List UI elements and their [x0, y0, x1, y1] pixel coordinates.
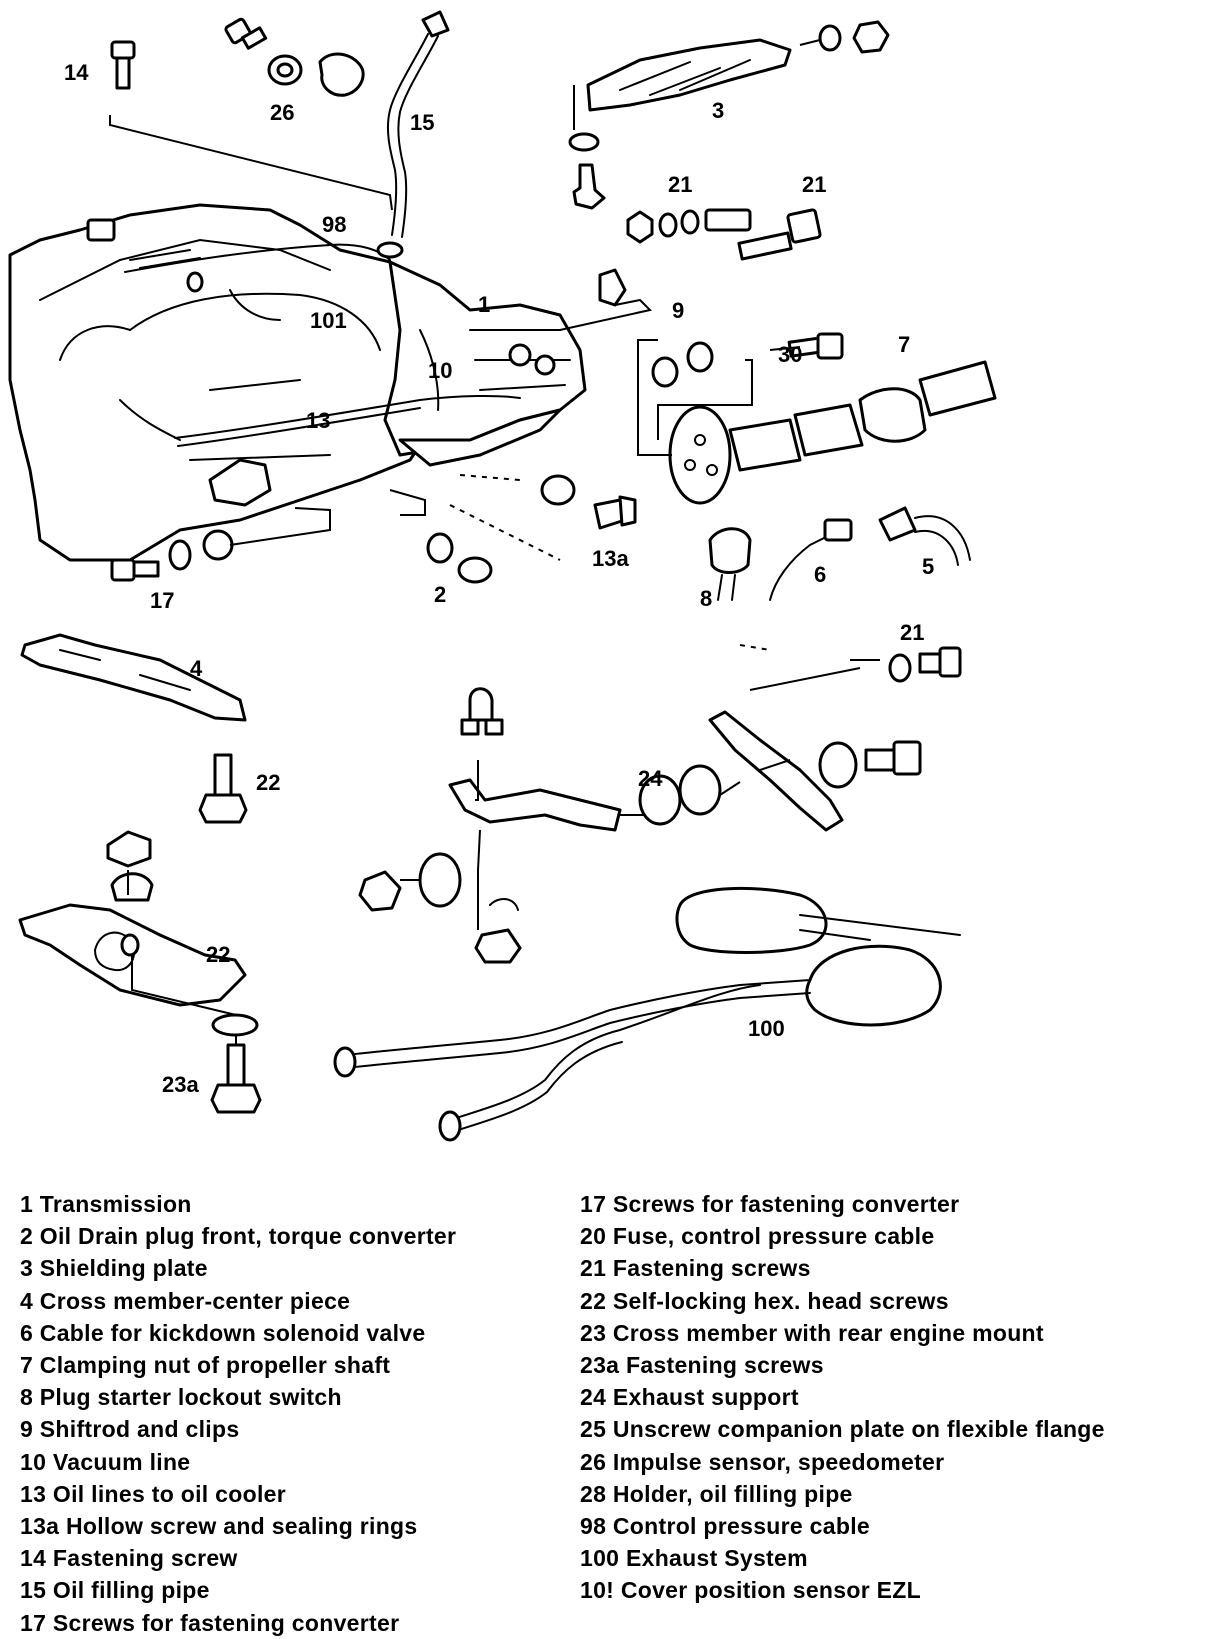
exploded-parts-diagram: 14 26 15 3 21 21 98 1 9 101 7 30 10 13 1… [8, 10, 997, 1142]
callout-26: 26 [270, 100, 294, 125]
callout-15: 15 [410, 110, 434, 135]
legend-item: 23a Fastening screws [580, 1352, 824, 1379]
callout-9: 9 [672, 298, 684, 323]
hardware-parts [110, 17, 997, 601]
engine-block [8, 203, 452, 562]
callout-13a: 13a [592, 546, 629, 571]
callout-24: 24 [638, 766, 663, 791]
callout-21-left: 21 [668, 172, 692, 197]
callout-labels: 14 26 15 3 21 21 98 1 9 101 7 30 10 13 1… [64, 60, 934, 1097]
leader-lines [109, 85, 880, 1045]
legend-item: 24 Exhaust support [580, 1384, 799, 1411]
legend-item: 4 Cross member-center piece [20, 1287, 351, 1314]
callout-22-upper: 22 [256, 770, 280, 795]
legend-column-left: 1 Transmission 2 Oil Drain plug front, t… [20, 1188, 456, 1639]
legend-item: 26 Impulse sensor, speedometer [580, 1448, 945, 1475]
legend-item: 17 Screws for fastening converter [20, 1609, 400, 1636]
exhaust-support-parts [358, 646, 962, 964]
legend-item: 98 Control pressure cable [580, 1513, 870, 1540]
legend-item: 23 Cross member with rear engine mount [580, 1319, 1044, 1346]
callout-5: 5 [922, 554, 934, 579]
callout-98: 98 [322, 212, 346, 237]
legend-item: 2 Oil Drain plug front, torque converter [20, 1223, 457, 1250]
callout-30: 30 [778, 342, 802, 367]
legend-item: 28 Holder, oil filling pipe [580, 1480, 853, 1507]
legend-item: 10! Cover position sensor EZL [580, 1577, 921, 1604]
callout-23a: 23a [162, 1072, 199, 1097]
callout-22-lower: 22 [206, 942, 230, 967]
callout-13: 13 [306, 408, 330, 433]
oil-filling-pipe [376, 10, 450, 259]
legend-item: 25 Unscrew companion plate on flexible f… [580, 1416, 1105, 1443]
callout-14: 14 [64, 60, 89, 85]
legend-item: 13 Oil lines to oil cooler [20, 1480, 286, 1507]
legend-item: 8 Plug starter lockout switch [20, 1384, 342, 1411]
callout-100: 100 [748, 1016, 785, 1041]
legend-column-right: 17 Screws for fastening converter 20 Fus… [580, 1188, 1105, 1607]
legend-item: 9 Shiftrod and clips [20, 1416, 240, 1443]
callout-10: 10 [428, 358, 452, 383]
legend-item: 15 Oil filling pipe [20, 1577, 210, 1604]
parts-legend: 1 Transmission 2 Oil Drain plug front, t… [0, 1188, 1216, 1636]
callout-6: 6 [814, 562, 826, 587]
legend-item: 21 Fastening screws [580, 1255, 811, 1282]
callout-17: 17 [150, 588, 174, 613]
legend-item: 1 Transmission [20, 1191, 192, 1217]
legend-item: 13a Hollow screw and sealing rings [20, 1513, 418, 1540]
crossmember-parts [18, 633, 262, 1114]
callout-21-right: 21 [802, 172, 826, 197]
callout-8: 8 [700, 586, 712, 611]
transmission-assembly [174, 260, 652, 467]
callout-7: 7 [898, 332, 910, 357]
legend-item: 100 Exhaust System [580, 1545, 808, 1572]
legend-item: 20 Fuse, control pressure cable [580, 1223, 935, 1250]
callout-21-lower: 21 [900, 620, 924, 645]
legend-item: 6 Cable for kickdown solenoid valve [20, 1319, 426, 1346]
legend-item: 10 Vacuum line [20, 1448, 191, 1475]
legend-item: 17 Screws for fastening converter [580, 1191, 960, 1217]
callout-101: 101 [310, 308, 347, 333]
callout-1: 1 [478, 292, 490, 317]
legend-item: 14 Fastening screw [20, 1545, 238, 1572]
exhaust-system [333, 886, 961, 1142]
callout-2: 2 [434, 582, 446, 607]
legend-item: 22 Self-locking hex. head screws [580, 1287, 949, 1314]
callout-3: 3 [712, 98, 724, 123]
callout-4: 4 [190, 656, 203, 681]
legend-item: 3 Shielding plate [20, 1255, 208, 1282]
legend-item: 7 Clamping nut of propeller shaft [20, 1352, 391, 1379]
